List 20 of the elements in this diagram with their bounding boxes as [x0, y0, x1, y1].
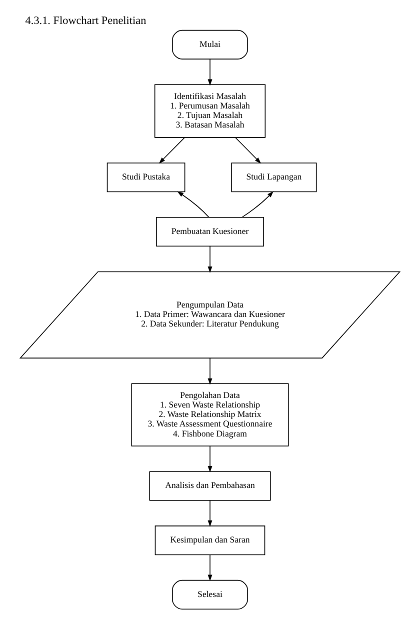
arrow: [208, 358, 212, 385]
arrow: [208, 58, 212, 86]
arrow: [208, 446, 212, 472]
node-box: Kesimpulan dan Saran: [154, 526, 266, 556]
node-box: Selesai: [172, 580, 248, 610]
node-box: Pengolahan Data 1. Seven Waste Relationship 2. Waste Relationship Matrix 3. Waste Assessment Questionnaire 4. Fishbone Diagram: [131, 383, 289, 446]
arrow: [208, 554, 212, 582]
arrow: [208, 246, 212, 273]
node-box: Analisis dan Pembahasan: [149, 471, 271, 501]
arrow: [234, 137, 262, 164]
node-box: Studi Pustaka: [106, 162, 186, 192]
arrow: [158, 137, 186, 164]
arrow: [177, 191, 210, 218]
arrow: [208, 500, 212, 527]
node-box: Pembuatan Kuesioner: [156, 216, 264, 247]
node-box: Identifikasi Masalah 1. Perumusan Masalah 2. Tujuan Masalah 3. Batasan Masalah: [154, 84, 266, 138]
node-box: Studi Lapangan: [231, 162, 317, 192]
node-box: Mulai: [172, 30, 248, 60]
arrow: [242, 191, 274, 218]
diagram-title: 4.3.1. Flowchart Penelitian: [25, 15, 146, 28]
